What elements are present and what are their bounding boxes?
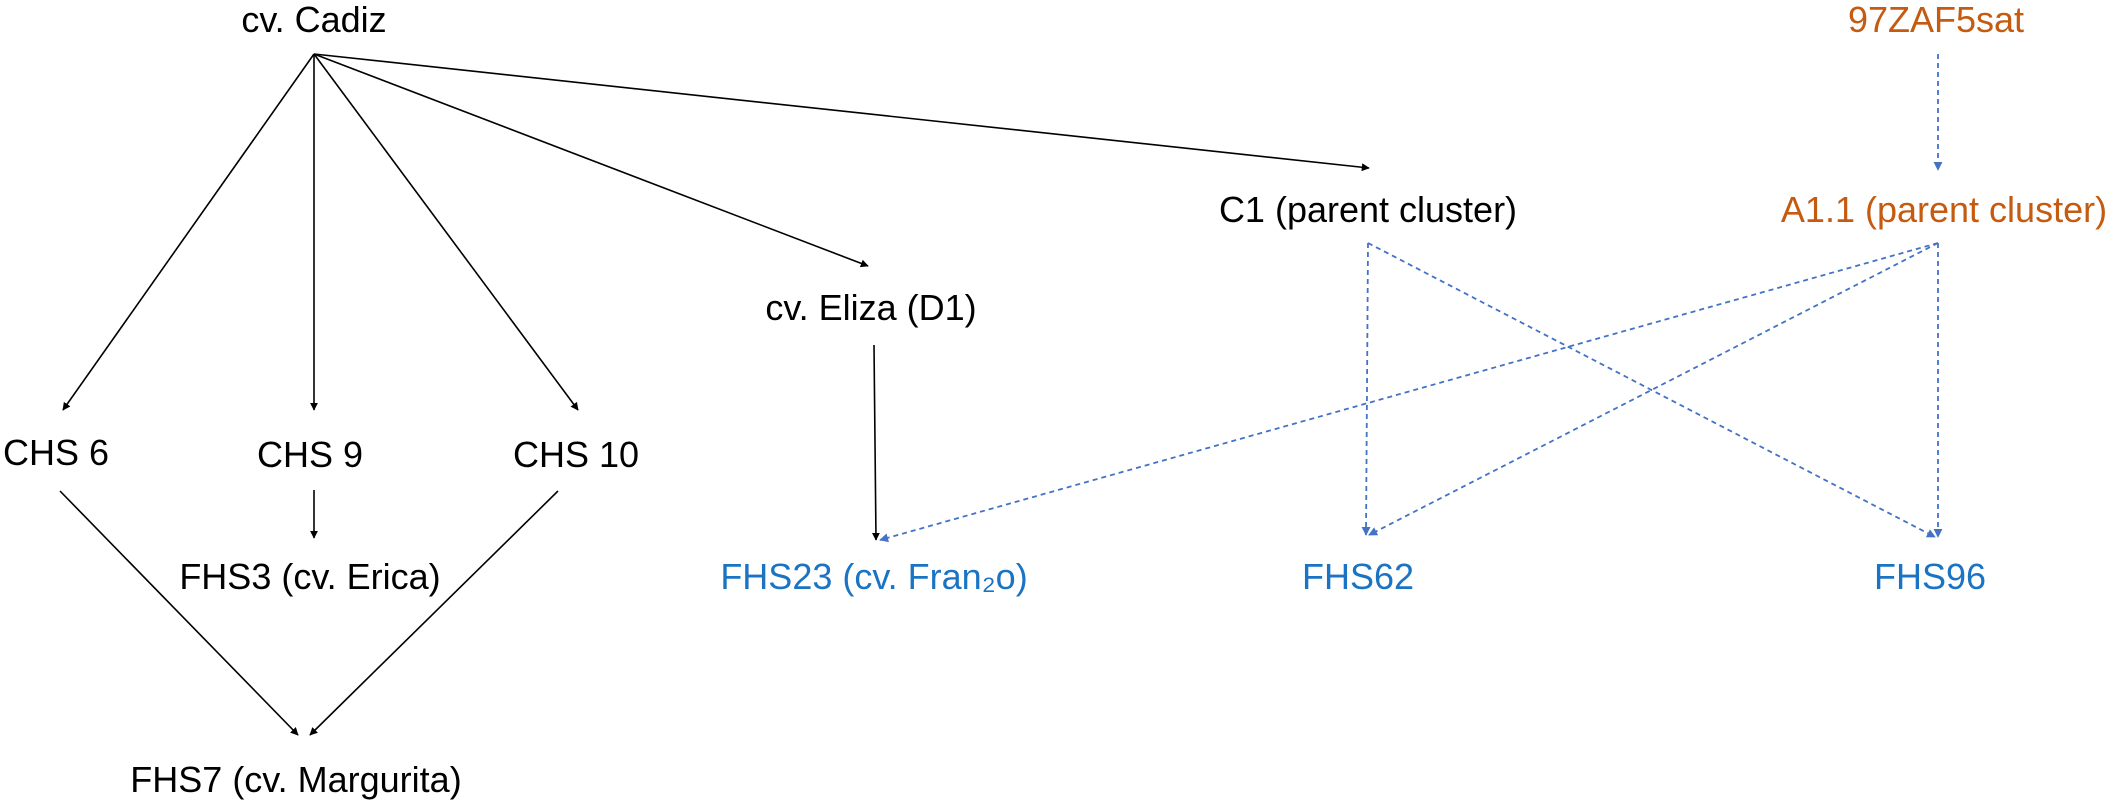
edges	[59, 53, 1943, 736]
edge-c1-fhs62	[1361, 242, 1371, 536]
node-fhs23: FHS23 (cv. Fran₂o)	[720, 556, 1027, 597]
edge-cadiz-chs10	[313, 53, 579, 411]
edge-eliza-fhs23	[871, 344, 880, 541]
edge-a11-fhs23	[879, 242, 1939, 543]
edge-cadiz-eliza	[313, 53, 869, 268]
nodes: cv. Cadiz CHS 6 CHS 9 CHS 10 FHS3 (cv. E…	[3, 0, 2107, 800]
node-fhs96: FHS96	[1874, 556, 1986, 597]
node-fhs62: FHS62	[1302, 556, 1414, 597]
edge-a11-fhs62	[1368, 242, 1939, 536]
node-zaf: 97ZAF5sat	[1848, 0, 2024, 40]
node-cadiz: cv. Cadiz	[241, 0, 386, 40]
node-chs6: CHS 6	[3, 432, 109, 473]
node-fhs3: FHS3 (cv. Erica)	[179, 556, 440, 597]
node-a11: A1.1 (parent cluster)	[1781, 189, 2107, 230]
node-chs10: CHS 10	[513, 434, 639, 475]
node-eliza: cv. Eliza (D1)	[765, 287, 976, 328]
edge-cadiz-chs6	[62, 53, 315, 411]
node-c1: C1 (parent cluster)	[1219, 189, 1517, 230]
edge-cadiz-c1	[313, 53, 1370, 172]
node-chs9: CHS 9	[257, 434, 363, 475]
edge-chs10-fhs7	[309, 490, 559, 736]
node-fhs7: FHS7 (cv. Margurita)	[130, 759, 461, 800]
edge-c1-fhs96	[1367, 242, 1936, 538]
edge-chs6-fhs7	[59, 490, 299, 736]
